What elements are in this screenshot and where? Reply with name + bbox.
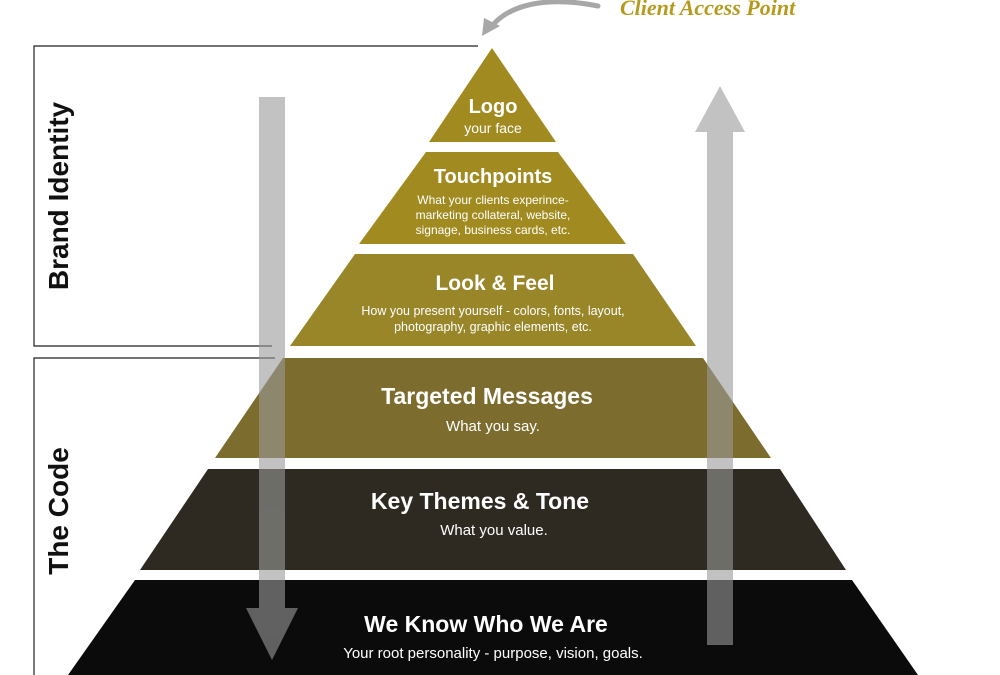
tier-touchpoints-title: Touchpoints [434,166,553,188]
tier-look-feel-desc-line: photography, graphic elements, etc. [394,320,592,334]
tier-key-themes-desc: What you value. [440,522,548,539]
callout-label: Client Access Point [620,0,796,20]
tier-look-feel-desc-line: How you present yourself - colors, fonts… [361,304,624,318]
tier-touchpoints-desc-line: signage, business cards, etc. [416,223,571,237]
tier-targeted-messages-desc: What you say. [446,418,540,435]
brand-identity-label: Brand Identity [43,101,74,290]
tier-look-feel-title: Look & Feel [435,272,554,295]
brand-identity-bracket [33,45,478,347]
tier-touchpoints-desc-line: marketing collateral, website, [416,208,571,222]
up-arrow [695,86,745,645]
tier-touchpoints-desc-line: What your clients experince- [417,193,568,207]
tier-logo-desc: your face [464,120,522,136]
the-code-bracket [33,357,275,675]
tier-key-themes-shape [140,469,846,570]
tier-touchpoints-shape [359,152,626,244]
tier-logo-shape [429,48,556,142]
callout-arrow-icon [482,0,601,36]
tier-key-themes-title: Key Themes & Tone [371,488,589,514]
tier-targeted-messages-shape [215,358,771,458]
tier-logo-title: Logo [469,96,518,118]
down-arrow [246,97,298,660]
tier-look-feel-shape [290,254,696,346]
tier-targeted-messages-title: Targeted Messages [381,383,593,409]
the-code-label: The Code [43,447,74,575]
tier-we-know-desc: Your root personality - purpose, vision,… [343,645,643,662]
tier-we-know-title: We Know Who We Are [364,611,608,637]
